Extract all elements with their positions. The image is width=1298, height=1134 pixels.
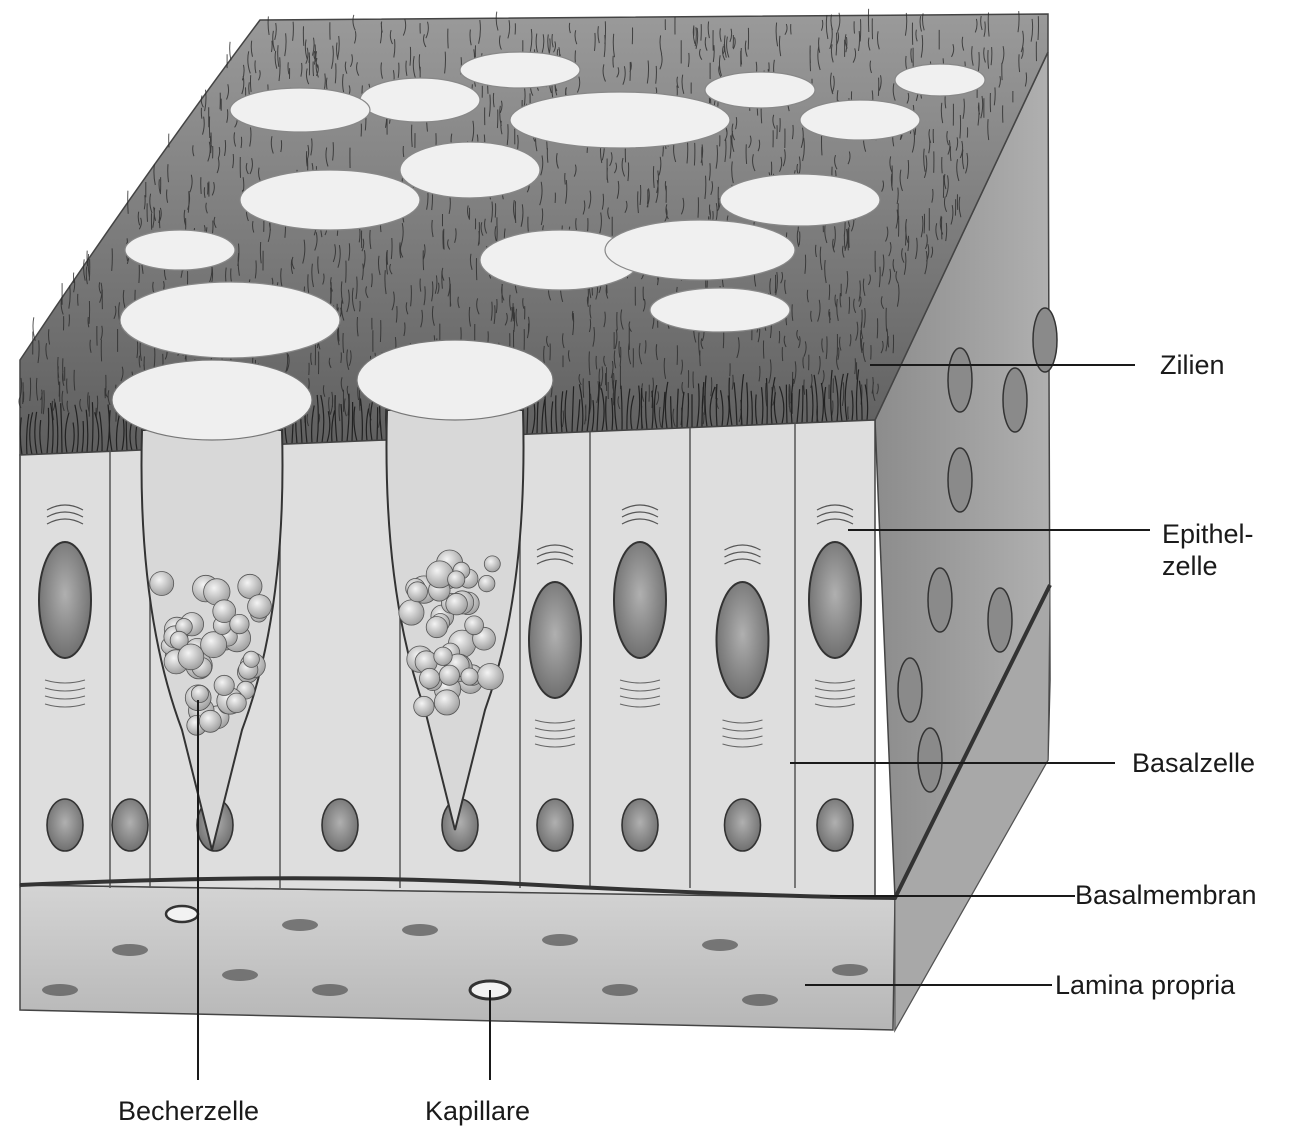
mucus-blob bbox=[400, 142, 540, 198]
mucin-granule bbox=[420, 668, 440, 688]
label-basal-cell: Basalzelle bbox=[1132, 748, 1255, 779]
fibroblast-nucleus bbox=[222, 969, 258, 981]
mucin-granule bbox=[439, 665, 459, 685]
side-nucleus bbox=[898, 658, 922, 722]
cell-nucleus bbox=[717, 582, 769, 698]
mucin-granule bbox=[243, 651, 259, 667]
mucin-granule bbox=[465, 616, 484, 635]
mucin-granule bbox=[448, 571, 465, 588]
fibroblast-nucleus bbox=[542, 934, 578, 946]
mucus-blob bbox=[605, 220, 795, 280]
mucin-granule bbox=[150, 572, 174, 596]
mucin-granule bbox=[479, 575, 495, 591]
mucus-blob bbox=[800, 100, 920, 140]
cell-nucleus bbox=[614, 542, 666, 658]
mucin-granule bbox=[446, 593, 468, 615]
side-nucleus bbox=[918, 728, 942, 792]
fibroblast-nucleus bbox=[282, 919, 318, 931]
basal-nucleus bbox=[537, 799, 573, 851]
label-capillary: Kapillare bbox=[425, 1096, 530, 1127]
cell-nucleus bbox=[529, 582, 581, 698]
mucus-blob bbox=[230, 88, 370, 132]
mucin-granule bbox=[214, 675, 234, 695]
basal-nucleus bbox=[725, 799, 761, 851]
label-cilia: Zilien bbox=[1160, 350, 1225, 381]
basal-nucleus bbox=[112, 799, 148, 851]
mucin-granule bbox=[178, 644, 204, 670]
label-lamina-propria: Lamina propria bbox=[1055, 970, 1235, 1001]
side-nucleus bbox=[928, 568, 952, 632]
mucin-granule bbox=[434, 690, 459, 715]
mucus-secretion bbox=[112, 360, 312, 440]
mucus-blob bbox=[120, 282, 340, 358]
capillary-vessel-2 bbox=[166, 906, 198, 922]
mucin-granule bbox=[461, 668, 478, 685]
mucin-granule bbox=[426, 617, 447, 638]
fibroblast-nucleus bbox=[742, 994, 778, 1006]
mucin-granule bbox=[230, 614, 249, 633]
mucin-granule bbox=[484, 556, 500, 572]
mucus-blob bbox=[895, 64, 985, 96]
basal-nucleus bbox=[817, 799, 853, 851]
cell-nucleus bbox=[809, 542, 861, 658]
basal-nucleus bbox=[622, 799, 658, 851]
mucin-granule bbox=[227, 693, 247, 713]
side-nucleus bbox=[1003, 368, 1027, 432]
mucus-blob bbox=[240, 170, 420, 230]
fibroblast-nucleus bbox=[402, 924, 438, 936]
cell-nucleus bbox=[39, 542, 91, 658]
fibroblast-nucleus bbox=[832, 964, 868, 976]
mucin-granule bbox=[434, 647, 452, 665]
mucus-blob bbox=[460, 52, 580, 88]
fibroblast-nucleus bbox=[312, 984, 348, 996]
mucus-blob bbox=[705, 72, 815, 108]
mucin-granule bbox=[414, 696, 434, 716]
mucin-granule bbox=[201, 632, 227, 658]
fibroblast-nucleus bbox=[42, 984, 78, 996]
fibroblast-nucleus bbox=[112, 944, 148, 956]
label-epithelial-cell-line2: zelle bbox=[1162, 551, 1218, 582]
label-basement-membrane: Basalmembran bbox=[1075, 880, 1257, 911]
mucus-blob bbox=[650, 288, 790, 332]
mucus-blob bbox=[510, 92, 730, 148]
mucin-granule bbox=[191, 685, 208, 702]
mucin-granule bbox=[248, 595, 272, 619]
basal-nucleus bbox=[47, 799, 83, 851]
side-nucleus bbox=[948, 448, 972, 512]
label-epithelial-cell-line1: Epithel- bbox=[1162, 519, 1254, 550]
basal-nucleus bbox=[322, 799, 358, 851]
side-nucleus bbox=[1033, 308, 1057, 372]
mucin-granule bbox=[477, 664, 503, 690]
mucin-granule bbox=[408, 582, 428, 602]
fibroblast-nucleus bbox=[602, 984, 638, 996]
mucin-granule bbox=[399, 600, 424, 625]
side-nucleus bbox=[988, 588, 1012, 652]
mucus-secretion bbox=[357, 340, 553, 420]
fibroblast-nucleus bbox=[702, 939, 738, 951]
mucin-granule bbox=[199, 710, 221, 732]
label-goblet-cell: Becherzelle bbox=[118, 1096, 259, 1127]
mucus-blob bbox=[720, 174, 880, 226]
lamina-propria bbox=[20, 885, 895, 1030]
mucus-blob bbox=[360, 78, 480, 122]
mucus-blob bbox=[125, 230, 235, 270]
side-nucleus bbox=[948, 348, 972, 412]
